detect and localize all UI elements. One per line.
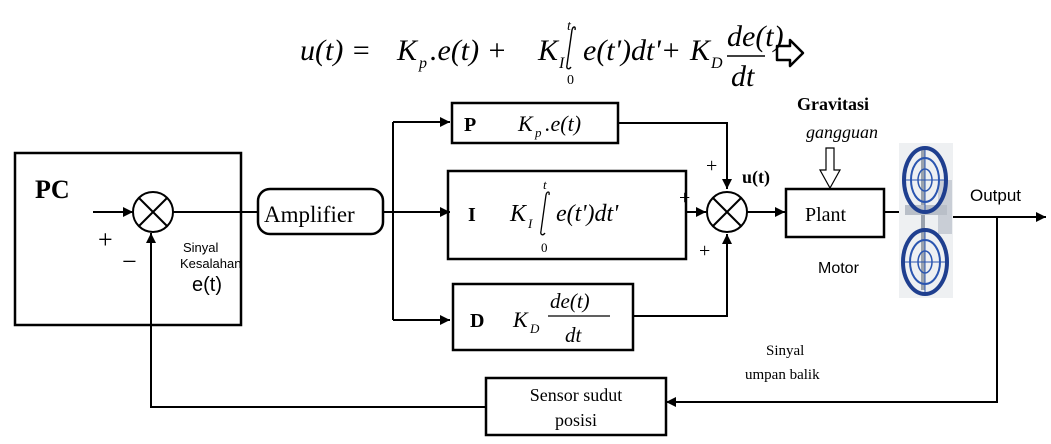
- eq-kp-sub: p: [418, 55, 427, 72]
- i-k: K: [509, 201, 528, 227]
- i-integral-sign: [540, 191, 550, 236]
- d-k: K: [512, 307, 529, 332]
- disturbance-arrow-icon: [818, 147, 842, 190]
- eq-lhs: u(t) =: [300, 34, 371, 67]
- error-signal-label: e(t): [192, 274, 222, 296]
- p-expr: .e(t): [545, 111, 581, 136]
- eq-kp: K: [396, 34, 419, 67]
- kesalahan-label: Kesalahan: [180, 256, 241, 271]
- output-label: Output: [970, 186, 1021, 205]
- summing-junction-pid: [706, 191, 748, 233]
- control-signal-label: u(t): [742, 167, 770, 188]
- sinyal-label: Sinyal: [183, 240, 219, 255]
- i-sub: I: [527, 216, 533, 231]
- d-label: D: [470, 310, 484, 332]
- pc-label: PC: [35, 175, 70, 204]
- i-lower: 0: [541, 240, 548, 255]
- plus-sign-pc: +: [98, 225, 113, 254]
- p-output-arrow: [618, 122, 732, 189]
- d-sub: D: [529, 321, 540, 336]
- feedback-arrow: [666, 217, 998, 407]
- i-block: [446, 169, 688, 261]
- plus-sign-d: +: [699, 240, 710, 262]
- eq-ki-sub: I: [558, 55, 565, 72]
- eq-int-upper: t: [567, 19, 572, 34]
- pc-block: [13, 151, 243, 327]
- hollow-arrow-icon: [775, 38, 805, 68]
- eq-kd-sub: D: [710, 55, 723, 72]
- p-sub: p: [534, 125, 542, 140]
- eq-term2: e(t')dt'+: [583, 34, 681, 67]
- motor-label: Motor: [818, 260, 860, 277]
- motor-fan-image: [899, 143, 953, 298]
- feedback-label-line2: umpan balik: [745, 367, 820, 383]
- i-label: I: [468, 204, 476, 226]
- p-label: P: [464, 114, 476, 136]
- i-upper: t: [543, 177, 547, 192]
- amplifier-label: Amplifier: [264, 202, 355, 227]
- d-den: dt: [565, 323, 583, 347]
- d-output-arrow: [633, 234, 732, 317]
- sensor-label-line2: posisi: [555, 410, 597, 430]
- i-expr: e(t')dt': [556, 201, 619, 227]
- eq-integral-sign: [566, 26, 576, 70]
- minus-sign-pc: −: [122, 247, 137, 276]
- gravitasi-label: Gravitasi: [797, 94, 869, 114]
- summing-junction-error: [132, 191, 174, 233]
- pid-equation: u(t) = K p .e(t) + K I t 0 e(t')dt'+ K D…: [300, 19, 805, 93]
- eq-term1: .e(t) +: [430, 34, 507, 67]
- sensor-to-junction-arrow: [146, 233, 486, 408]
- feedback-label-line1: Sinyal: [766, 343, 804, 359]
- gangguan-label: gangguan: [806, 122, 878, 142]
- eq-kd: K: [689, 34, 712, 67]
- eq-frac-num: de(t): [727, 20, 784, 53]
- d-num: de(t): [550, 289, 590, 313]
- eq-frac-den: dt: [731, 60, 755, 93]
- p-k: K: [517, 111, 534, 136]
- eq-int-lower: 0: [567, 73, 574, 88]
- plus-sign-p: +: [706, 155, 717, 177]
- sensor-label-line1: Sensor sudut: [530, 385, 623, 405]
- eq-ki: K: [537, 34, 560, 67]
- plant-label: Plant: [805, 204, 847, 226]
- plus-sign-i: +: [679, 187, 690, 209]
